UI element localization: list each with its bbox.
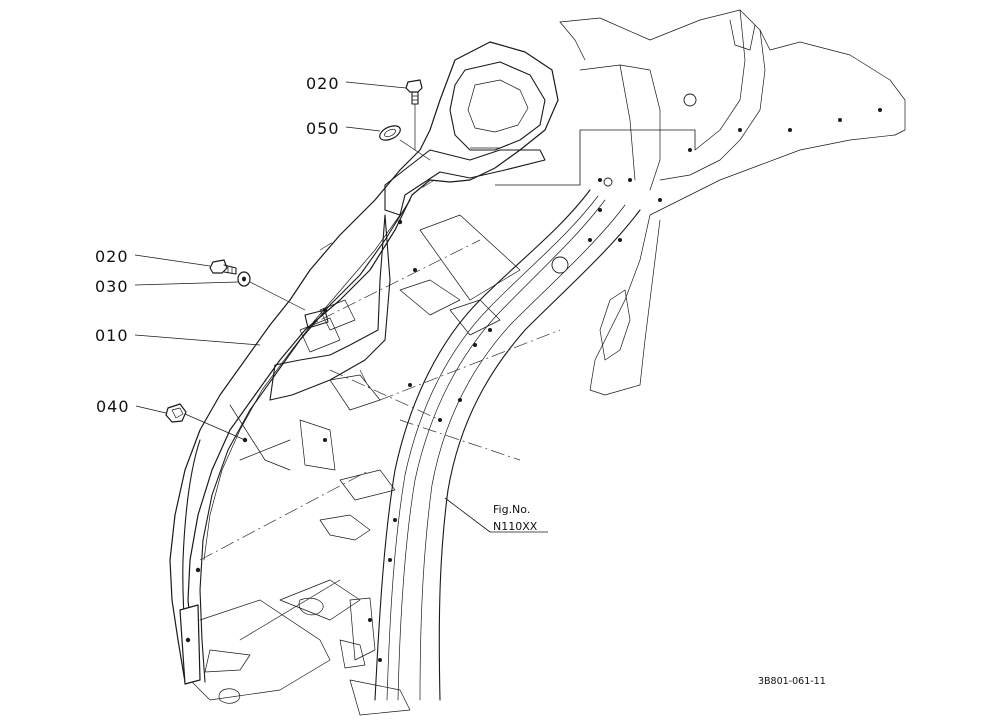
drawing-code: 3B801-061-11 bbox=[758, 676, 826, 687]
clip-040 bbox=[165, 403, 246, 441]
callout-030: 030 bbox=[95, 277, 129, 296]
bolt-020-middle bbox=[209, 259, 237, 275]
fig-ref-label: Fig.No. bbox=[493, 503, 530, 516]
washer-030 bbox=[237, 271, 306, 311]
chassis-frame bbox=[189, 9, 906, 716]
callout-040: 040 bbox=[96, 397, 130, 416]
fender-part-010 bbox=[169, 41, 559, 685]
callout-050: 050 bbox=[306, 119, 340, 138]
callout-010: 010 bbox=[95, 326, 129, 345]
grommet-050 bbox=[379, 125, 431, 161]
leader-lines bbox=[134, 81, 696, 533]
callout-020-top: 020 bbox=[306, 74, 340, 93]
fig-ref-number: N110XX bbox=[493, 520, 538, 533]
bolt-020-top bbox=[405, 79, 423, 151]
callout-020-middle: 020 bbox=[95, 247, 129, 266]
